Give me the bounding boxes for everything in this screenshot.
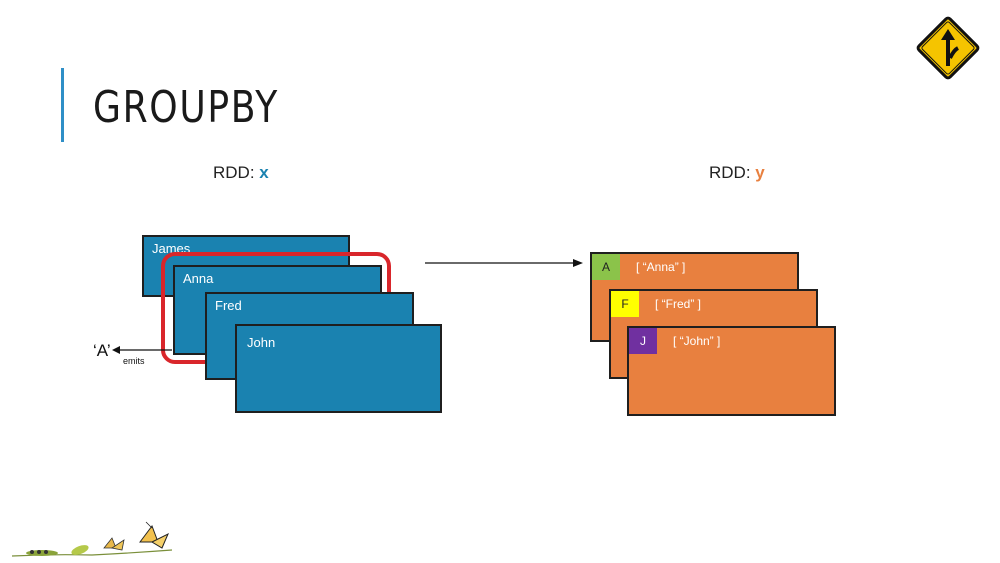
- butterfly-lifecycle-icon: [12, 521, 172, 557]
- emits-caption: emits: [123, 356, 145, 366]
- title-accent-bar: [61, 68, 64, 142]
- emitted-key: ‘A’: [93, 341, 111, 360]
- rdd-y-var: y: [755, 163, 765, 182]
- group-key: J: [629, 328, 657, 354]
- group-card-j: J [ “John” ]: [627, 326, 836, 416]
- record-label: Fred: [215, 298, 242, 313]
- slide-title: GROUPBY: [93, 82, 279, 133]
- group-values: [ “Anna” ]: [636, 260, 686, 274]
- merge-road-sign-icon: [916, 16, 980, 80]
- record-label: Anna: [183, 271, 214, 286]
- rdd-x-var: x: [259, 163, 269, 182]
- emit-arrow-icon: [112, 346, 172, 354]
- group-values: [ “John” ]: [673, 334, 721, 348]
- rdd-x-prefix: RDD:: [213, 163, 255, 182]
- record-label: John: [247, 335, 276, 350]
- transform-arrow-icon: [425, 259, 583, 267]
- record-card-john: John: [235, 324, 442, 413]
- group-key: F: [611, 291, 639, 317]
- rdd-x-label: RDD: x: [213, 163, 269, 183]
- rdd-y-prefix: RDD:: [709, 163, 751, 182]
- rdd-y-label: RDD: y: [709, 163, 765, 183]
- group-values: [ “Fred” ]: [655, 297, 702, 311]
- group-key: A: [592, 254, 620, 280]
